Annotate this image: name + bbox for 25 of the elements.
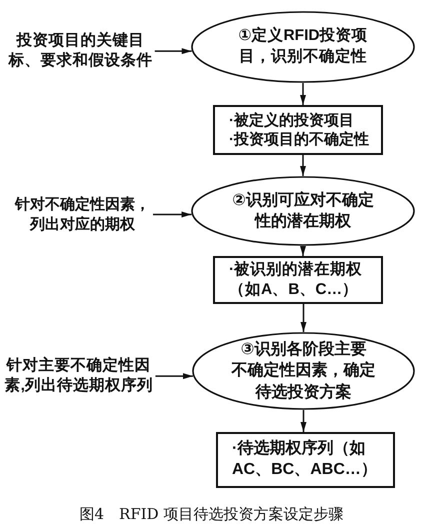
output-text: ·被识别的潜在期权（如A、B、C…） bbox=[229, 260, 364, 300]
output-box bbox=[213, 105, 383, 155]
arrow bbox=[300, 155, 306, 176]
arrow bbox=[300, 83, 306, 105]
output-box bbox=[216, 432, 395, 488]
note-text: 投资项目的关键目标、要求和假设条件 bbox=[6, 31, 155, 72]
arrow bbox=[155, 373, 193, 380]
step-text: ①定义RFID投资项目，识别不确定性 bbox=[237, 26, 369, 67]
arrow bbox=[300, 246, 306, 256]
output-text: ·待选期权序列（如AC、BC、ABC…） bbox=[232, 439, 378, 480]
figure-caption: 图4 RFID 项目待选投资方案设定步骤 bbox=[80, 505, 344, 524]
step-text: ②识别可应对不确定性的潜在期权 bbox=[231, 190, 375, 232]
process-ellipse bbox=[192, 332, 415, 410]
arrow bbox=[300, 304, 306, 332]
process-ellipse bbox=[191, 176, 415, 246]
output-text: ·被定义的投资项目 bbox=[229, 110, 354, 130]
arrow bbox=[153, 212, 192, 218]
note-text: 针对不确定性因素，列出对应的期权 bbox=[12, 195, 153, 234]
step-text: ③识别各阶段主要不确定性因素，确定待选投资方案 bbox=[230, 339, 376, 403]
note-text: 针对主要不确定性因素,列出待选期权序列 bbox=[2, 356, 156, 396]
output-text: ·投资项目的不确定性 bbox=[229, 130, 369, 150]
arrow bbox=[300, 410, 306, 432]
process-ellipse bbox=[191, 11, 415, 83]
arrow bbox=[154, 48, 192, 54]
output-box bbox=[213, 256, 383, 304]
